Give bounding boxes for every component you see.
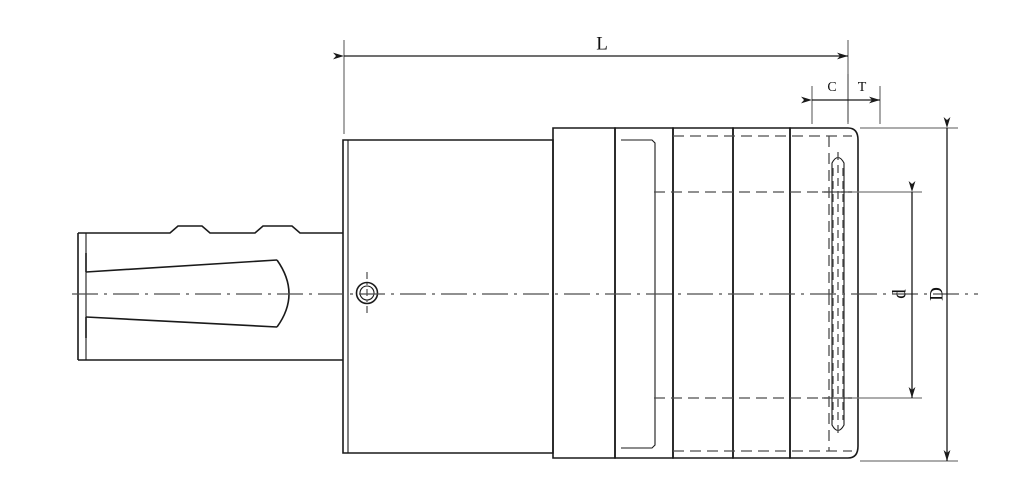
dimension-d: d bbox=[852, 181, 922, 399]
dimension-T-label: T bbox=[858, 80, 867, 95]
dimension-L-label: L bbox=[596, 33, 608, 54]
step-section-1 bbox=[552, 127, 616, 459]
taper-cone-bottom bbox=[85, 316, 278, 328]
dimension-D: D bbox=[860, 117, 958, 462]
dimension-C-T: C T bbox=[801, 74, 881, 124]
step-section-3 bbox=[672, 127, 734, 459]
dimension-D-label: D bbox=[926, 287, 947, 301]
dimension-d-label: d bbox=[889, 289, 910, 299]
step-section-4 bbox=[732, 127, 791, 459]
step-section-2 bbox=[614, 127, 674, 459]
collar-slot-outline bbox=[831, 156, 845, 432]
coolant-port-outer-circle bbox=[355, 281, 379, 305]
dimension-L: L bbox=[333, 33, 849, 134]
internal-bore-hidden-group bbox=[654, 135, 852, 452]
stepped-sections-group bbox=[552, 127, 859, 459]
shank-outer-profile bbox=[78, 225, 343, 234]
flange-body-group bbox=[342, 139, 554, 454]
front-collar-section bbox=[789, 127, 859, 459]
dimension-C-label: C bbox=[827, 80, 836, 95]
taper-cone-top bbox=[85, 259, 278, 273]
taper-shank-group bbox=[77, 225, 343, 361]
flange-body-outline bbox=[342, 139, 554, 454]
